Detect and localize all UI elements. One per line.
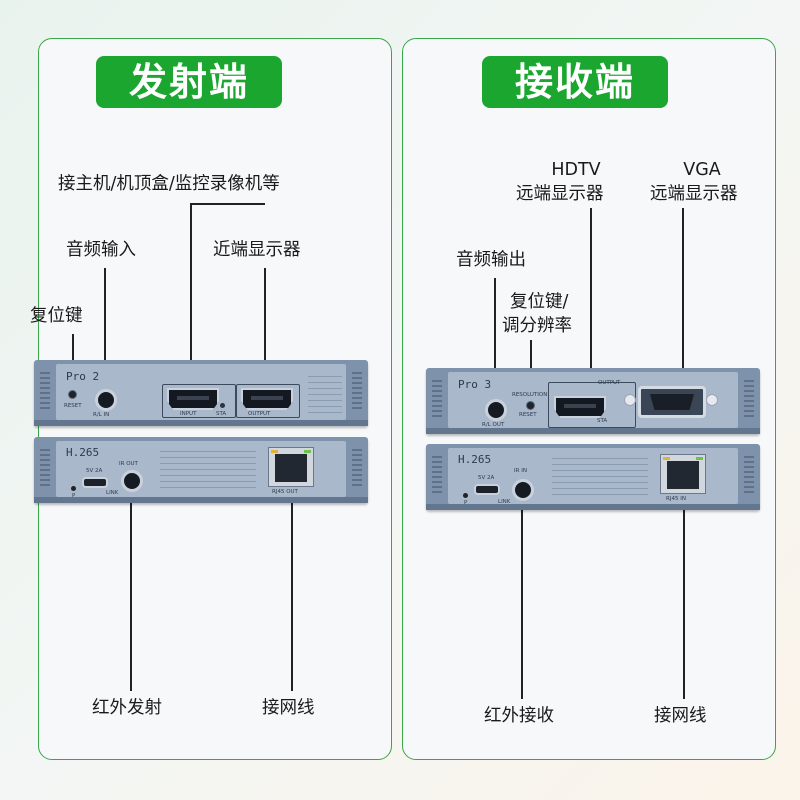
leader-audio-in — [104, 268, 106, 392]
label-vga: VGA — [683, 160, 721, 180]
codec-label: H.265 — [66, 446, 100, 459]
label-ir-tx: 红外发射 — [92, 698, 162, 718]
usb-c-power-port[interactable] — [82, 477, 108, 488]
usb-c-power-port-rx[interactable] — [474, 484, 500, 495]
leader-near-display — [264, 268, 266, 389]
receiver-front: Pro 3 R/L OUT RESOLUTION RESET OUTPUT ST… — [426, 368, 760, 434]
audio-out-jack[interactable] — [485, 399, 507, 421]
output-text-rx: OUTPUT — [598, 380, 621, 386]
rj45-out-port[interactable] — [268, 447, 314, 487]
p-text: P — [72, 493, 76, 499]
leader-hdtv — [590, 208, 592, 386]
label-ir-rx: 红外接收 — [484, 706, 554, 726]
model-label-rx: Pro 3 — [458, 378, 492, 391]
leader-vga — [682, 208, 684, 378]
link-text-rx: LINK — [498, 499, 511, 505]
audio-in-jack[interactable] — [95, 389, 117, 411]
leader-ir-tx — [130, 487, 132, 691]
leader-reset-res — [530, 340, 532, 388]
label-host: 接主机/机顶盒/监控录像机等 — [58, 174, 280, 194]
sta-text-rx: STA — [597, 418, 608, 424]
resolution-text: RESOLUTION — [512, 392, 548, 398]
power-led — [71, 486, 76, 491]
leader-host-h — [190, 203, 265, 205]
transmitter-back: H.265 5V 2A P IR OUT LINK RJ45 OUT — [34, 437, 368, 503]
label-audio-out: 音频输出 — [456, 250, 526, 270]
reset-text-rx: RESET — [519, 412, 537, 418]
rj45-out-text: RJ45 OUT — [272, 489, 298, 495]
output-text: OUTPUT — [248, 411, 271, 417]
rl-in-text: R/L IN — [93, 412, 110, 418]
sta-text: STA — [216, 411, 227, 417]
reset-button[interactable] — [68, 390, 77, 399]
label-network: 接网线 — [262, 698, 315, 718]
model-label: Pro 2 — [66, 370, 100, 383]
vga-port[interactable] — [638, 386, 706, 418]
label-near-display: 近端显示器 — [213, 240, 301, 260]
power-led-rx — [463, 493, 468, 498]
power-text: 5V 2A — [86, 468, 103, 474]
codec-label-rx: H.265 — [458, 453, 492, 466]
rj45-in-port[interactable] — [660, 454, 706, 494]
ir-in-jack[interactable] — [512, 479, 534, 501]
sta-led — [220, 403, 225, 408]
power-text-rx: 5V 2A — [478, 475, 495, 481]
link-text: LINK — [106, 490, 119, 496]
transmitter-title: 发射端 — [96, 56, 282, 108]
rj45-in-text: RJ45 IN — [666, 496, 686, 502]
leader-network-rx — [683, 506, 685, 699]
reset-text: RESET — [64, 403, 82, 409]
label-hdtv-remote: 远端显示器 — [516, 184, 604, 204]
leader-audio-out — [494, 278, 496, 400]
leader-ir-rx — [521, 494, 523, 699]
label-audio-in: 音频输入 — [66, 240, 136, 260]
reset-resolution-button[interactable] — [526, 401, 535, 410]
label-vga-remote: 远端显示器 — [650, 184, 738, 204]
input-text: INPUT — [180, 411, 197, 417]
hdmi-output-port-rx[interactable] — [554, 396, 606, 418]
leader-network — [291, 500, 293, 691]
transmitter-front: Pro 2 RESET R/L IN INPUT STA OUTPUT — [34, 360, 368, 426]
label-reset: 复位键 — [30, 306, 83, 326]
receiver-title: 接收端 — [482, 56, 668, 108]
leader-host — [190, 203, 192, 389]
hdmi-input-port[interactable] — [167, 388, 219, 410]
ir-out-jack[interactable] — [121, 470, 143, 492]
ir-out-text: IR OUT — [119, 461, 138, 467]
label-reset-res-1: 复位键/ — [510, 292, 569, 312]
ir-in-text: IR IN — [514, 468, 527, 474]
rl-out-text: R/L OUT — [482, 422, 505, 428]
label-reset-res-2: 调分辨率 — [502, 316, 572, 336]
label-hdtv: HDTV — [551, 160, 601, 180]
label-network-rx: 接网线 — [654, 706, 707, 726]
p-text-rx: P — [464, 500, 468, 506]
hdmi-output-port[interactable] — [241, 388, 293, 410]
receiver-back: H.265 5V 2A P IR IN LINK RJ45 IN — [426, 444, 760, 510]
